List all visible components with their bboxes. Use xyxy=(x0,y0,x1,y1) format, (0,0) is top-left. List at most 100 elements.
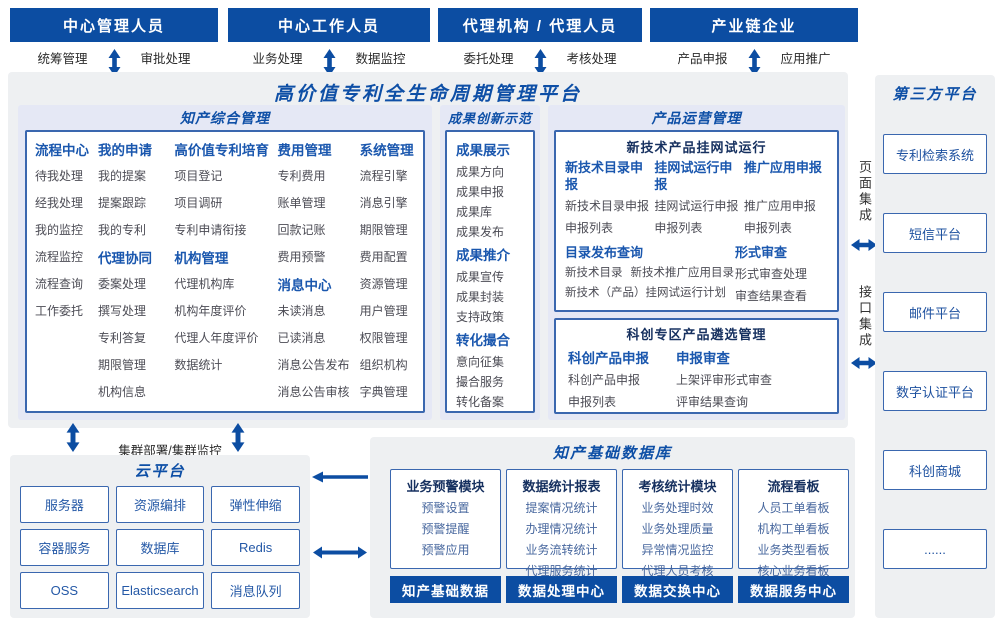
actor-agency-agents: 代理机构 / 代理人员 委托处理 考核处理 xyxy=(438,8,642,76)
group-title: 消息中心 xyxy=(277,277,332,293)
menu-item: 预警应用 xyxy=(421,543,470,557)
cloud-service: 消息队列 xyxy=(211,572,300,609)
menu-item: 提案跟踪 xyxy=(98,196,147,210)
cloud-service: 弹性伸缩 xyxy=(211,486,300,523)
third-party-panel: 第三方平台 专利检索系统短信平台邮件平台数字认证平台科创商城...... xyxy=(875,75,995,618)
menu-item: 已读消息 xyxy=(277,331,326,345)
menu-item: 代理人员考核 xyxy=(641,564,714,578)
third-party-system: 数字认证平台 xyxy=(883,371,987,411)
menu-item: 专利费用 xyxy=(277,169,326,183)
group-title: 我的申请 xyxy=(98,142,153,158)
cloud-service: OSS xyxy=(20,572,109,609)
double-arrow-vertical-icon xyxy=(108,48,121,76)
menu-item: 上架评审形式审查 xyxy=(675,372,772,387)
api-integration-label: 接口集成 xyxy=(857,285,872,349)
group-title: 高价值专利培育 xyxy=(174,142,269,158)
menu-item: 撰写处理 xyxy=(98,304,147,318)
section-title: 成果创新示范 xyxy=(447,111,532,126)
double-arrow-horizontal-icon xyxy=(851,356,877,370)
menu-item: 代理服务统计 xyxy=(525,564,598,578)
menu-item: 项目登记 xyxy=(174,169,223,183)
ip-base-database-panel: 知产基础数据库 业务预警模块 预警设置预警提醒预警应用 知产基础数据 数据统计报… xyxy=(370,437,855,618)
menu-item: 支持政策 xyxy=(456,309,505,324)
actor-duty-label: 应用推广 xyxy=(780,51,831,66)
menu-item: 成果封装 xyxy=(456,289,505,304)
menu-item: 费用配置 xyxy=(359,250,408,264)
actor-duty-label: 数据监控 xyxy=(355,51,406,66)
third-party-system: 专利检索系统 xyxy=(883,134,987,174)
actor-industry-chain-enterprise: 产业链企业 产品申报 应用推广 xyxy=(650,8,858,76)
module-box: 数据统计报表 提案情况统计办理情况统计业务流转统计代理服务统计 xyxy=(506,469,617,578)
group-title: 转化撮合 xyxy=(456,332,510,348)
actor-center-staff: 中心工作人员 业务处理 数据监控 xyxy=(228,8,430,76)
group-title: 数据统计报表 xyxy=(522,479,601,494)
double-arrow-vertical-icon xyxy=(231,422,245,453)
sub-box-title: 新技术产品挂网试运行 xyxy=(626,140,767,155)
menu-item: 我的专利 xyxy=(98,223,147,237)
panel-title: 第三方平台 xyxy=(892,86,978,103)
menu-item: 核心业务看板 xyxy=(757,564,830,578)
menu-item: 回款记账 xyxy=(277,223,326,237)
selection-management-box: 科创专区产品遴选管理 科创产品申报 科创产品申报申报列表 申报审查 上架评审形式… xyxy=(554,318,839,414)
group-title: 业务预警模块 xyxy=(406,479,485,494)
group-title: 成果推介 xyxy=(456,247,510,263)
cloud-service: 服务器 xyxy=(20,486,109,523)
actor-duty-label: 审批处理 xyxy=(140,51,191,66)
menu-item: 成果发布 xyxy=(456,224,505,239)
module-box: 考核统计模块 业务处理时效业务处理质量异常情况监控代理人员考核 xyxy=(622,469,733,578)
menu-item: 流程监控 xyxy=(35,250,84,264)
arrow-left-icon xyxy=(312,471,368,483)
menu-item: 组织机构 xyxy=(359,358,408,372)
menu-item: 形式审查处理 xyxy=(735,266,808,281)
menu-item: 消息公告发布 xyxy=(277,358,350,372)
menu-item: 项目调研 xyxy=(174,196,223,210)
pog-column: 新技术目录申报 新技术目录申报申报列表 xyxy=(565,158,654,238)
double-arrow-horizontal-icon xyxy=(312,546,368,559)
data-module: 数据统计报表 提案情况统计办理情况统计业务流转统计代理服务统计 数据处理中心 xyxy=(506,469,617,603)
data-module: 业务预警模块 预警设置预警提醒预警应用 知产基础数据 xyxy=(390,469,501,603)
menu-item: 待我处理 xyxy=(35,169,84,183)
menu-item: 人员工单看板 xyxy=(757,501,830,515)
cloud-service: 容器服务 xyxy=(20,529,109,566)
ims-column: 费用管理 专利费用账单管理回款记账费用预警 消息中心 未读消息已读消息消息公告发… xyxy=(278,135,360,411)
double-arrow-vertical-icon xyxy=(748,48,761,76)
menu-item: 我的提案 xyxy=(98,169,147,183)
ims-column: 流程中心 待我处理经我处理我的监控流程监控流程查询工作委托 xyxy=(35,135,98,411)
third-party-system: ...... xyxy=(883,529,987,569)
menu-item: 流程查询 xyxy=(35,277,84,291)
module-box: 业务预警模块 预警设置预警提醒预警应用 xyxy=(390,469,501,569)
menu-item: 申报列表 xyxy=(743,220,792,235)
third-party-system: 邮件平台 xyxy=(883,292,987,332)
pog-column: 申报审查 上架评审形式审查评审结果查询 xyxy=(676,345,825,412)
menu-item: 办理情况统计 xyxy=(525,522,598,536)
menu-item: 费用预警 xyxy=(277,250,326,264)
menu-item: 我的监控 xyxy=(35,223,84,237)
data-module: 流程看板 人员工单看板机构工单看板业务类型看板核心业务看板 数据服务中心 xyxy=(738,469,849,603)
menu-item: 消息公告审核 xyxy=(277,385,350,399)
menu-item: 意向征集 xyxy=(456,354,505,369)
menu-item: 账单管理 xyxy=(277,196,326,210)
actor-bar: 中心管理人员 xyxy=(10,8,218,42)
group-title: 申报审查 xyxy=(675,350,730,366)
menu-item: 异常情况监控 xyxy=(641,543,714,557)
menu-item: 用户管理 xyxy=(359,304,408,318)
double-arrow-horizontal-icon xyxy=(851,238,877,252)
menu-item: 新技术推广应用目录 xyxy=(630,267,735,279)
menu-item: 数据统计 xyxy=(174,358,223,372)
ims-column: 系统管理 流程引擎消息引擎期限管理费用配置资源管理用户管理权限管理组织机构字典管… xyxy=(360,135,417,411)
group-title: 挂网试运行申报 xyxy=(654,160,733,192)
panel-title: 云平台 xyxy=(134,463,186,480)
menu-item: 代理机构库 xyxy=(174,277,235,291)
group-title: 科创产品申报 xyxy=(568,350,649,366)
menu-item: 流程引擎 xyxy=(359,169,408,183)
group-title: 流程中心 xyxy=(35,142,89,158)
menu-item: 机构信息 xyxy=(98,385,147,399)
menu-item: 预警提醒 xyxy=(421,522,470,536)
group-title: 目录发布查询 xyxy=(565,244,644,260)
cloud-service: 资源编排 xyxy=(115,486,205,523)
menu-item: 撮合服务 xyxy=(456,374,505,389)
menu-item: 成果宣传 xyxy=(456,269,505,284)
sub-box-title: 科创专区产品遴选管理 xyxy=(626,327,767,342)
